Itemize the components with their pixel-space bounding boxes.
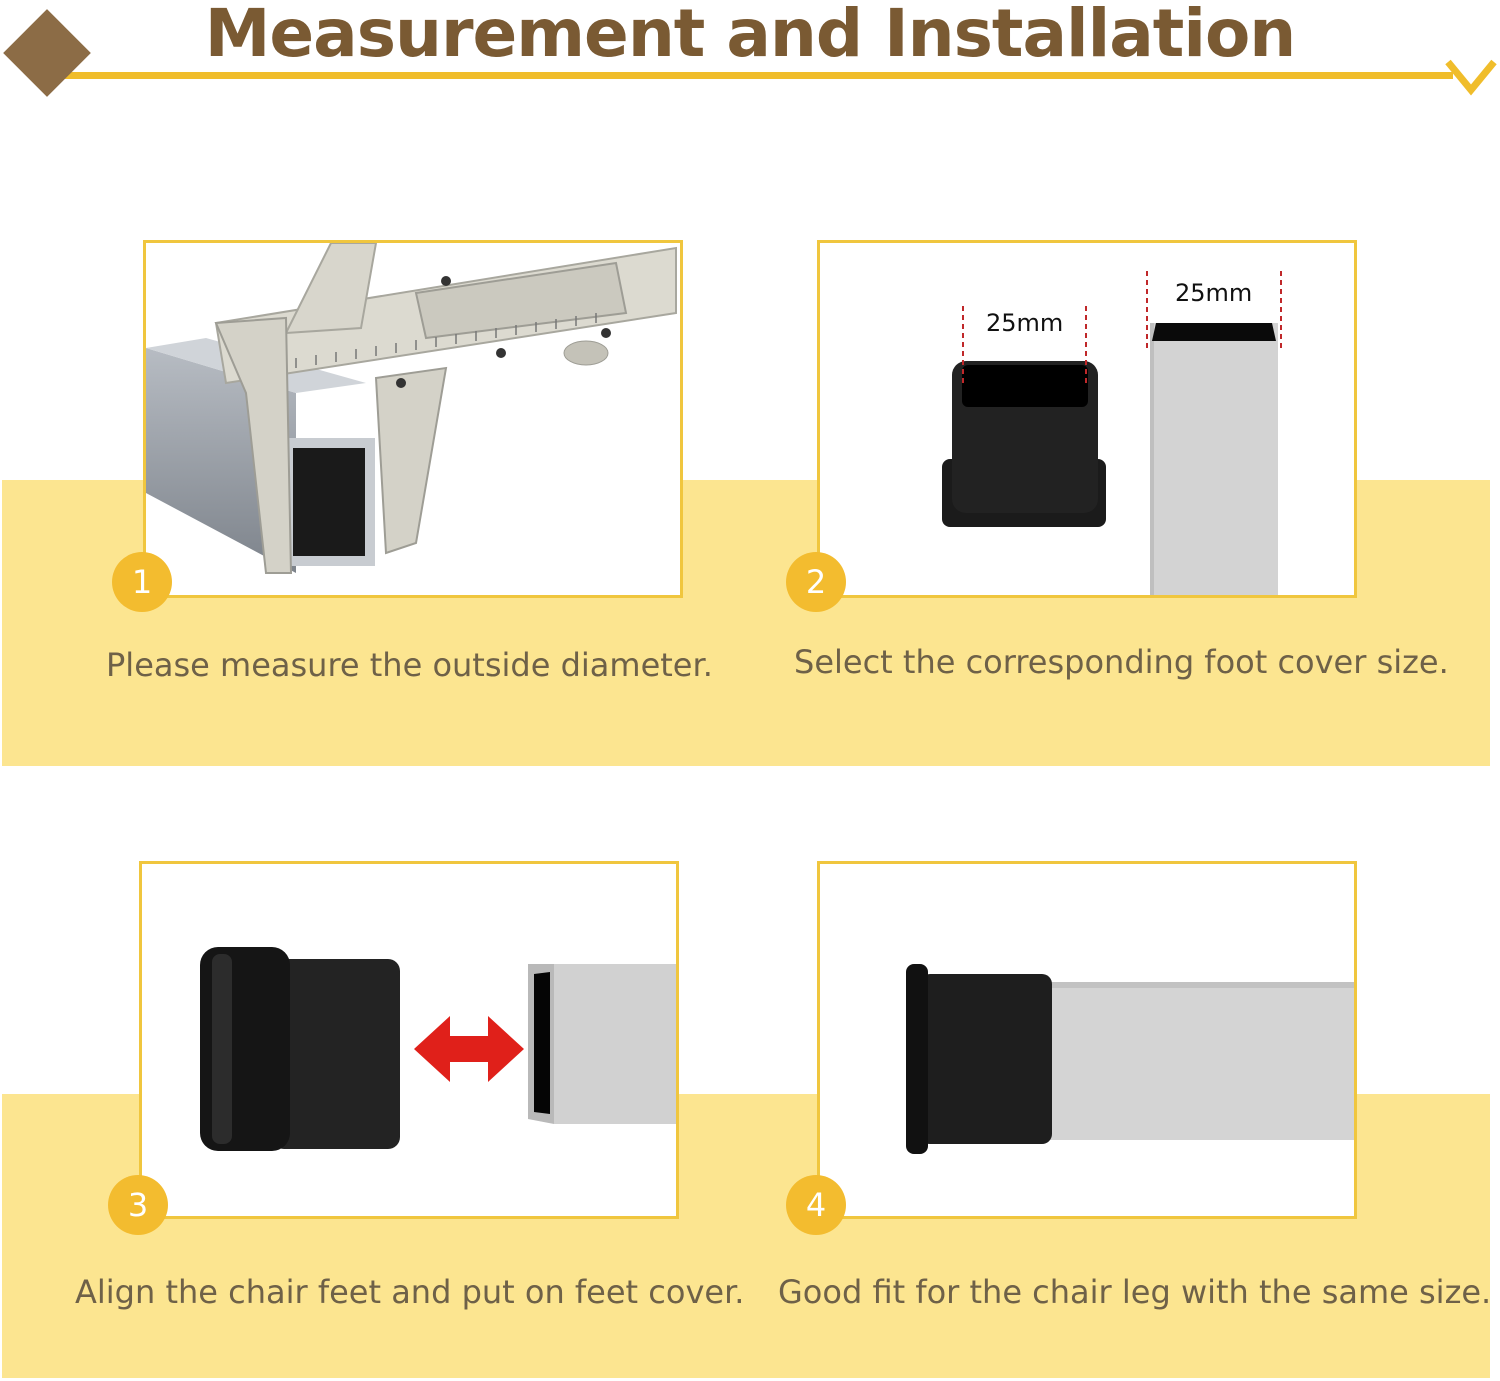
double-arrow-icon xyxy=(414,1016,524,1082)
step-1-image xyxy=(143,240,683,598)
step-3-image xyxy=(139,861,679,1219)
step-3-caption: Align the chair feet and put on feet cov… xyxy=(75,1273,745,1311)
step-2-image xyxy=(817,240,1357,598)
square-tube-icon xyxy=(528,964,676,1124)
step-4-badge: 4 xyxy=(786,1175,846,1235)
cover-size-label: 25mm xyxy=(986,309,1064,337)
step-4-image xyxy=(817,861,1357,1219)
square-tube-icon xyxy=(1150,323,1278,595)
step-2-caption: Select the corresponding foot cover size… xyxy=(794,643,1449,681)
page-title: Measurement and Installation xyxy=(204,0,1297,72)
foot-cover-icon xyxy=(906,964,1052,1154)
step-2-badge: 2 xyxy=(786,552,846,612)
foot-cover-icon xyxy=(942,361,1106,527)
tube-size-label: 25mm xyxy=(1175,279,1253,307)
step-3-badge: 3 xyxy=(108,1175,168,1235)
step-4-caption: Good fit for the chair leg with the same… xyxy=(778,1273,1492,1311)
step-1-caption: Please measure the outside diameter. xyxy=(106,646,713,684)
square-tube-icon xyxy=(1048,982,1354,1140)
title-underline xyxy=(55,72,1453,79)
step-1-badge: 1 xyxy=(112,552,172,612)
caliper-icon xyxy=(146,243,677,574)
foot-cover-icon xyxy=(200,947,400,1151)
chevron-down-icon xyxy=(1445,59,1497,96)
